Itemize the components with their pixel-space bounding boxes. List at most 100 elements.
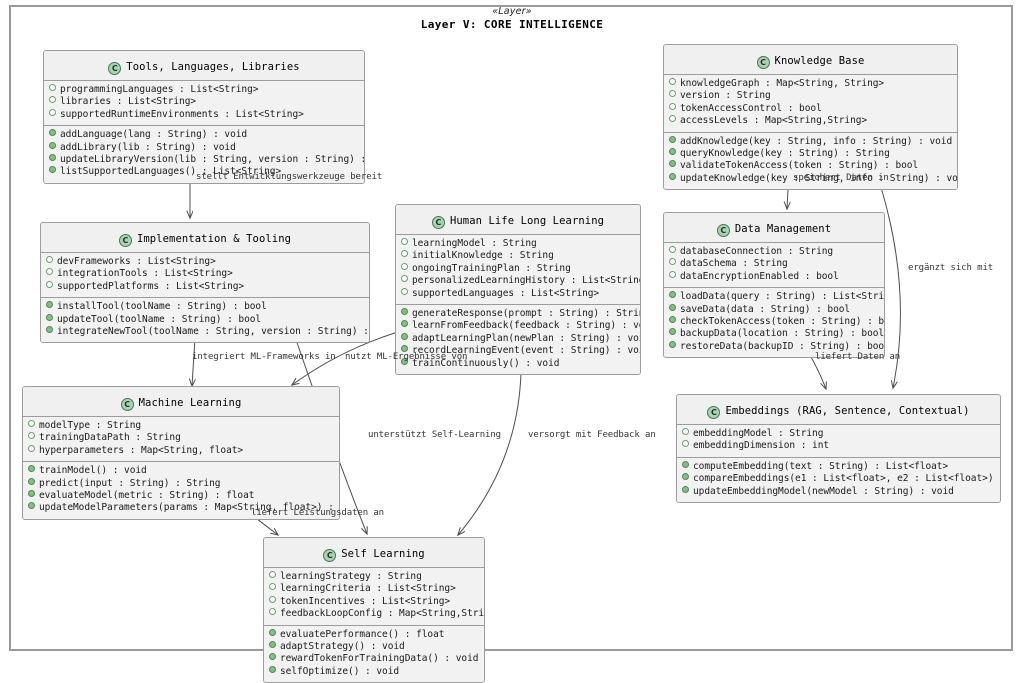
attributes-section: embeddingModel : String embeddingDimensi… — [677, 425, 1000, 457]
relation-label-liefert-leistungsdaten-an: liefert Leistungsdaten an — [251, 508, 384, 518]
operation-text: learnFromFeedback(feedback : String) : v… — [412, 320, 641, 332]
attribute-row: programmingLanguages : List<String> — [49, 84, 359, 96]
attribute-row: tokenIncentives : List<String> — [269, 595, 479, 608]
operation-text: trainContinuously() : void — [412, 357, 560, 369]
operation-text: listSupportedLanguages() : List<String> — [60, 166, 282, 178]
operation-text: computeEmbedding(text : String) : List<f… — [693, 460, 949, 472]
attribute-text: supportedPlatforms : List<String> — [57, 280, 245, 292]
operation-text: generateResponse(prompt : String) : Stri… — [412, 308, 641, 320]
operation-row: updateTool(toolName : String) : bool — [46, 313, 364, 326]
attributes-section: devFrameworks : List<String> integration… — [41, 253, 369, 298]
visibility-icon — [401, 357, 408, 365]
attribute-text: dataSchema : String — [680, 258, 788, 270]
attribute-row: databaseConnection : String — [669, 246, 879, 258]
operation-row: computeEmbedding(text : String) : List<f… — [682, 460, 995, 473]
operation-row: predict(input : String) : String — [28, 477, 334, 490]
relation-label-nutzt-ml-ergebnisse-von: nutzt ML-Ergebnisse von — [345, 352, 468, 362]
attributes-section: modelType : String trainingDataPath : St… — [23, 417, 339, 462]
visibility-icon — [669, 78, 676, 85]
operation-text: checkTokenAccess(token : String) : bool — [680, 316, 885, 328]
operation-text: trainModel() : void — [39, 465, 147, 477]
operation-text: saveData(data : String) : bool — [680, 303, 851, 315]
operation-text: integrateNewTool(toolName : String, vers… — [57, 326, 370, 338]
operation-row: updateKnowledge(key : String, info : Str… — [669, 172, 957, 185]
visibility-icon — [401, 308, 408, 316]
attribute-text: learningModel : String — [412, 238, 537, 249]
visibility-icon — [28, 502, 35, 510]
visibility-icon — [46, 256, 53, 263]
visibility-icon — [269, 665, 276, 673]
attribute-row: accessLevels : Map<String,String> — [669, 115, 952, 127]
class-icon: C — [323, 549, 337, 562]
operation-row: addLibrary(lib : String) : void — [49, 141, 359, 154]
visibility-icon — [49, 129, 56, 137]
visibility-icon — [49, 84, 56, 91]
attribute-text: initialKnowledge : String — [412, 250, 554, 262]
attribute-text: accessLevels : Map<String,String> — [680, 115, 868, 127]
relation-label-liefert-daten-an: liefert Daten an — [815, 352, 901, 362]
attribute-row: hyperparameters : Map<String, float> — [28, 444, 334, 457]
operation-text: queryKnowledge(key : String) : String — [680, 148, 890, 160]
operations-section: addLanguage(lang : String) : void addLib… — [44, 125, 364, 183]
visibility-icon — [401, 262, 408, 270]
operation-row: addLanguage(lang : String) : void — [49, 129, 359, 141]
visibility-icon — [669, 291, 676, 299]
visibility-icon — [682, 440, 689, 448]
operation-row: restoreData(backupID : String) : bool — [669, 340, 884, 353]
operation-row: listSupportedLanguages() : List<String> — [49, 166, 359, 178]
operation-text: validateTokenAccess(token : String) : bo… — [680, 160, 919, 172]
attribute-row: libraries : List<String> — [49, 96, 359, 108]
relation-label-integriert-ml-frameworks-in: integriert ML-Frameworks in — [192, 352, 336, 362]
operation-text: updateEmbeddingModel(newModel : String) … — [693, 485, 954, 497]
visibility-icon — [669, 102, 676, 110]
attribute-text: trainingDataPath : String — [39, 432, 181, 444]
operation-row: updateEmbeddingModel(newModel : String) … — [682, 485, 995, 498]
class-name: Implementation & Tooling — [136, 233, 292, 245]
attribute-row: feedbackLoopConfig : Map<String,String> — [269, 608, 484, 620]
attribute-row: modelType : String — [28, 420, 334, 432]
operations-section: installTool(toolName : String) : bool up… — [41, 297, 370, 343]
operation-row: queryKnowledge(key : String) : String — [669, 148, 952, 160]
attribute-row: version : String — [669, 90, 952, 102]
attribute-row: learningStrategy : String — [269, 571, 479, 583]
visibility-icon — [401, 345, 408, 353]
attribute-row: integrationTools : List<String> — [46, 268, 364, 280]
visibility-icon — [49, 108, 56, 116]
operation-row: trainModel() : void — [28, 465, 334, 477]
operation-row: adaptStrategy() : void — [269, 641, 479, 653]
operation-text: evaluatePerformance() : float — [280, 628, 445, 640]
class-icon: C — [108, 62, 122, 75]
page-title: Layer V: CORE INTELLIGENCE — [420, 18, 604, 31]
operation-text: selfOptimize() : void — [280, 665, 400, 677]
class-icon: C — [120, 398, 134, 411]
class-icon: C — [431, 216, 445, 229]
class-name: Data Management — [734, 223, 832, 235]
operation-row: loadData(query : String) : List<String> — [669, 291, 884, 303]
attribute-text: supportedLanguages : List<String> — [412, 287, 600, 299]
visibility-icon — [682, 473, 689, 481]
attribute-row: initialKnowledge : String — [401, 250, 635, 262]
attribute-row: embeddingModel : String — [682, 428, 995, 440]
visibility-icon — [669, 246, 676, 253]
operation-text: installTool(toolName : String) : bool — [57, 301, 267, 313]
visibility-icon — [269, 608, 276, 616]
visibility-icon — [46, 280, 53, 288]
attribute-text: learningCriteria : List<String> — [280, 583, 456, 595]
visibility-icon — [401, 287, 408, 295]
visibility-icon — [269, 571, 276, 578]
operation-text: restoreData(backupID : String) : bool — [680, 340, 885, 352]
operation-row: selfOptimize() : void — [269, 665, 479, 678]
